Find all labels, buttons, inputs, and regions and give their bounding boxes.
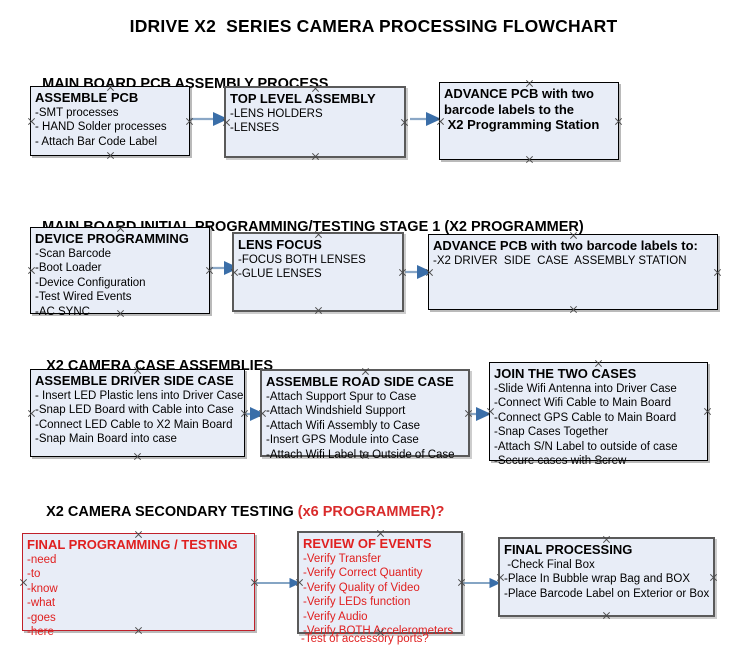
node-line: -Verify BOTH Accelerometers bbox=[303, 625, 454, 637]
node-line: -LENSES bbox=[230, 122, 280, 134]
section-heading-4-text: X2 CAMERA SECONDARY TESTING bbox=[46, 504, 298, 520]
handle-bottom[interactable] bbox=[133, 452, 142, 461]
node-line: -Test Wired Events bbox=[35, 291, 132, 303]
node-line: -AC SYNC bbox=[35, 305, 90, 318]
node-line: - HAND Solder processes bbox=[35, 121, 167, 133]
handle-bottom[interactable] bbox=[525, 155, 534, 164]
handle-bottom[interactable] bbox=[106, 151, 115, 160]
handle-bottom[interactable] bbox=[602, 611, 611, 620]
node-title: ASSEMBLE ROAD SIDE CASE bbox=[266, 374, 454, 389]
node-advance-pcb-driver-side[interactable]: ADVANCE PCB with two barcode labels to: … bbox=[428, 234, 718, 310]
node-line: -Attach Wifi Label to Outside of Case bbox=[266, 448, 455, 461]
node-title: ADVANCE PCB with two bbox=[444, 86, 594, 101]
node-line: -Verify LEDs function bbox=[303, 596, 411, 608]
node-line: -Connect Wifi Cable to Main Board bbox=[494, 397, 672, 409]
node-join-the-two-cases[interactable]: JOIN THE TWO CASES -Slide Wifi Antenna i… bbox=[489, 362, 708, 467]
node-assemble-road-side-case[interactable]: ASSEMBLE ROAD SIDE CASE -Attach Support … bbox=[260, 369, 470, 461]
node-line: -here bbox=[27, 626, 54, 638]
node-line: -Secure cases with Screw bbox=[494, 455, 627, 467]
node-title: FINAL PROGRAMMING / TESTING bbox=[27, 537, 238, 552]
node-line: -Insert GPS Module into Case bbox=[266, 434, 419, 446]
node-title: ASSEMBLE DRIVER SIDE CASE bbox=[35, 373, 234, 388]
node-line: -Verify Quality of Video bbox=[303, 581, 420, 594]
node-line: -Connect GPS Cable to Main Board bbox=[494, 411, 677, 424]
node-line: -GLUE LENSES bbox=[238, 268, 322, 280]
node-line: -Verify Audio bbox=[303, 610, 368, 623]
node-line: -LENS HOLDERS bbox=[230, 107, 323, 120]
node-line: -Scan Barcode bbox=[35, 247, 112, 260]
node-device-programming[interactable]: DEVICE PROGRAMMING -Scan Barcode -Boot L… bbox=[30, 227, 210, 318]
node-line: -Check Final Box bbox=[504, 558, 595, 571]
node-line: - Attach Bar Code Label bbox=[35, 135, 158, 148]
handle-bottom[interactable] bbox=[569, 305, 578, 314]
node-line: -Attach Windshield Support bbox=[266, 405, 406, 417]
section-heading-4: X2 CAMERA SECONDARY TESTING (x6 PROGRAMM… bbox=[30, 488, 444, 536]
node-title: REVIEW OF EVENTS bbox=[303, 536, 432, 551]
node-line: -need bbox=[27, 553, 57, 566]
node-line: -Boot Loader bbox=[35, 262, 102, 274]
node-line: -Verify Transfer bbox=[303, 552, 381, 565]
node-lens-focus[interactable]: LENS FOCUS -FOCUS BOTH LENSES -GLUE LENS… bbox=[232, 232, 404, 312]
node-line: X2 Programming Station bbox=[444, 117, 600, 132]
node-final-programming-testing[interactable]: FINAL PROGRAMMING / TESTING -need -to -k… bbox=[22, 533, 255, 638]
node-line: -Snap Cases Together bbox=[494, 426, 609, 438]
node-line: -know bbox=[27, 582, 58, 595]
node-line: barcode labels to the bbox=[444, 101, 575, 117]
node-line: -X2 DRIVER SIDE CASE ASSEMBLY STATION bbox=[433, 254, 687, 267]
node-line: -Place Barcode Label on Exterior or Box bbox=[504, 587, 710, 600]
handle-left[interactable] bbox=[425, 268, 434, 277]
node-top-level-assembly[interactable]: TOP LEVEL ASSEMBLY -LENS HOLDERS -LENSES bbox=[224, 86, 406, 158]
node-line: -Verify Correct Quantity bbox=[303, 567, 423, 579]
page-title: IDRIVE X2 SERIES CAMERA PROCESSING FLOWC… bbox=[129, 16, 618, 36]
node-line: -Attach Support Spur to Case bbox=[266, 390, 417, 403]
node-advance-pcb-programming-station[interactable]: ADVANCE PCB with two barcode labels to t… bbox=[439, 82, 619, 160]
handle-bottom[interactable] bbox=[314, 306, 323, 315]
node-line: -goes bbox=[27, 611, 56, 624]
node-line: -Attach S/N Label to outside of case bbox=[494, 440, 678, 453]
node-final-processing[interactable]: FINAL PROCESSING -Check Final Box -Place… bbox=[498, 537, 715, 617]
node-review-of-events-overflow-line: -Test of accessory ports? bbox=[301, 633, 429, 645]
node-title: DEVICE PROGRAMMING bbox=[35, 231, 189, 246]
node-line: - Insert LED Plastic lens into Driver Ca… bbox=[35, 389, 244, 402]
node-assemble-pcb[interactable]: ASSEMBLE PCB -SMT processes - HAND Solde… bbox=[30, 86, 190, 156]
node-line: -Attach Wifi Assembly to Case bbox=[266, 419, 421, 432]
node-title: LENS FOCUS bbox=[238, 237, 322, 252]
node-title: TOP LEVEL ASSEMBLY bbox=[230, 91, 376, 106]
node-title: JOIN THE TWO CASES bbox=[494, 366, 637, 381]
node-line: -Snap LED Board with Cable into Case bbox=[35, 404, 234, 416]
node-review-of-events[interactable]: REVIEW OF EVENTS -Verify Transfer -Verif… bbox=[297, 531, 463, 637]
node-title: FINAL PROCESSING bbox=[504, 542, 633, 557]
node-line: -SMT processes bbox=[35, 106, 119, 119]
node-line: -FOCUS BOTH LENSES bbox=[238, 253, 366, 266]
node-line: -Snap Main Board into case bbox=[35, 433, 177, 445]
node-line: -Device Configuration bbox=[35, 276, 146, 289]
node-line: -Connect LED Cable to X2 Main Board bbox=[35, 418, 233, 431]
handle-right[interactable] bbox=[713, 268, 722, 277]
node-line: -Place In Bubble wrap Bag and BOX bbox=[504, 573, 691, 585]
handle-bottom[interactable] bbox=[311, 152, 320, 161]
section-heading-4-accent: (x6 PROGRAMMER)? bbox=[297, 504, 445, 520]
node-title: ADVANCE PCB with two barcode labels to: bbox=[433, 238, 698, 253]
node-title: ASSEMBLE PCB bbox=[35, 90, 139, 105]
node-line: -what bbox=[27, 597, 56, 609]
node-assemble-driver-side-case[interactable]: ASSEMBLE DRIVER SIDE CASE - Insert LED P… bbox=[30, 369, 245, 457]
node-line: -to bbox=[27, 568, 41, 580]
node-line: -Slide Wifi Antenna into Driver Case bbox=[494, 382, 677, 395]
